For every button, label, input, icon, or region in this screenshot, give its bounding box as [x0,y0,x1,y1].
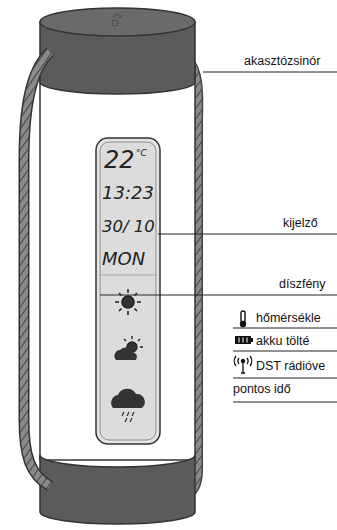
battery-icon [235,336,251,344]
legend-rule [233,351,337,352]
partly-cloudy-icon [114,347,137,360]
partly-cloudy-icon [114,336,143,360]
sun-icon [115,289,141,315]
display-window [100,142,156,440]
hanging-cord [24,52,50,486]
logo-mark [112,14,123,26]
display-window [96,138,160,444]
lcd-weekday: MON [102,248,145,270]
legend-rule [233,378,337,379]
leader-line [100,72,337,402]
legend-text: DST rádióve pontos idő [233,355,336,401]
leader-line [203,72,337,73]
logo-mark [113,14,123,18]
leader-line [158,234,337,235]
partly-cloudy-icon [124,336,143,347]
antenna-icon [241,359,244,362]
lamp-body [40,70,195,460]
thermometer-icon [241,311,245,322]
part-label: díszfény [279,277,326,292]
hanging-cord [24,52,50,486]
legend-text: hőmérsékle [256,310,336,327]
lcd-time: 13:23 [102,182,154,204]
thermometer-icon [240,321,246,327]
antenna-icon [234,356,252,373]
sun-icon [122,296,134,308]
part-label: kijelző [283,216,318,231]
lcd-temperature: 22 [104,146,135,175]
thermometer-icon [240,311,246,327]
rain-icon [111,389,145,408]
rain-icon [111,389,145,422]
leader-line [100,295,337,296]
legend-text: akku tölté [256,333,336,350]
sun-icon [115,289,141,315]
logo-mark [112,20,118,26]
rain-icon [122,412,134,422]
legend-rule [233,328,337,329]
display-divider [100,275,156,276]
battery-icon [251,338,253,342]
battery-icon [239,338,247,343]
lcd-unit: °C [136,148,147,159]
battery-icon [235,336,253,344]
top-cap-face [40,8,195,36]
lcd-date: 30/ 10 [102,216,155,238]
legend-rule [233,402,337,403]
part-label: akasztózsinór [244,54,320,69]
antenna-icon [234,356,252,366]
bottom-cap [40,455,195,524]
